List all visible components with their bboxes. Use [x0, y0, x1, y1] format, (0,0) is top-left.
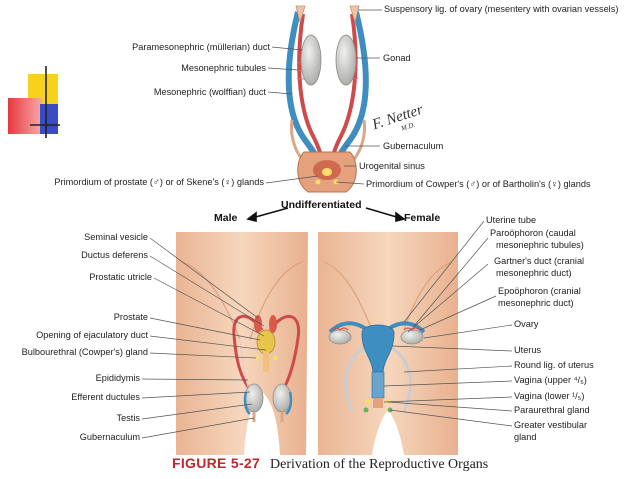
label-suspensory-ligament: Suspensory lig. of ovary (mesentery with…: [384, 4, 619, 14]
label-uterine-tube: Uterine tube: [486, 215, 537, 225]
label-vagina-lower: Vagina (lower ¹/₅): [514, 391, 585, 401]
label-greater-vestibular-line2: gland: [514, 432, 537, 442]
label-seminal-vesicle: Seminal vesicle: [84, 232, 148, 242]
heading-male: Male: [214, 212, 238, 224]
svg-text:F. Netter: F. Netter: [369, 102, 425, 134]
label-gartners-duct-line1: Gartner's duct (cranial: [494, 256, 585, 266]
label-efferent-ductules: Efferent ductules: [71, 392, 140, 402]
label-testis: Testis: [116, 413, 140, 423]
label-epoophoron-line1: Epoöphoron (cranial: [498, 286, 581, 296]
label-greater-vestibular-line1: Greater vestibular: [514, 420, 588, 430]
label-vagina-upper: Vagina (upper ⁴/₅): [514, 375, 587, 385]
artist-signature: F. Netter M.D.: [369, 102, 425, 134]
label-prostate: Prostate: [113, 312, 148, 322]
female-diagram: [318, 232, 458, 455]
label-bulbourethral-gland: Bulbourethral (Cowper's) gland: [21, 347, 148, 357]
label-paramesonephric-duct: Paramesonephric (müllerian) duct: [132, 42, 270, 52]
label-paroophoron-line2: mesonephric tubules): [496, 240, 584, 250]
label-urogenital-sinus: Urogenital sinus: [359, 161, 425, 171]
label-epoophoron-line2: mesonephric duct): [498, 298, 574, 308]
leader-lines: [141, 9, 513, 439]
figure-number: FIGURE 5-27: [172, 455, 261, 471]
figure-caption: FIGURE 5-27 Derivation of the Reproducti…: [172, 455, 488, 473]
label-round-ligament: Round lig. of uterus: [514, 360, 594, 370]
label-mesonephric-duct: Mesonephric (wolffian) duct: [153, 87, 266, 97]
label-cowper-primordium: Primordium of Cowper's (♂) or of Barthol…: [366, 179, 591, 189]
label-prostatic-utricle: Prostatic utricle: [89, 272, 152, 282]
label-gonad: Gonad: [383, 53, 411, 63]
gonad-right: [335, 34, 357, 86]
label-gartners-duct-line2: mesonephric duct): [496, 268, 572, 278]
gonad-left: [300, 34, 322, 86]
label-ovary: Ovary: [514, 319, 539, 329]
label-ductus-deferens: Ductus deferens: [81, 250, 148, 260]
heading-undifferentiated: Undifferentiated: [281, 199, 362, 211]
label-prostate-primordium: Primordium of prostate (♂) or of Skene's…: [54, 177, 264, 187]
branch-arrows: [246, 207, 406, 223]
male-diagram: [176, 232, 308, 455]
label-mesonephric-tubules: Mesonephric tubules: [181, 63, 266, 73]
label-gubernaculum-undiff: Gubernaculum: [383, 141, 444, 151]
heading-female: Female: [404, 212, 441, 224]
label-paraurethral-gland: Paraurethral gland: [514, 405, 590, 415]
label-gubernaculum-male: Gubernaculum: [79, 432, 140, 442]
corner-decoration: [8, 66, 60, 138]
label-ejaculatory-duct-opening: Opening of ejaculatory duct: [36, 330, 148, 340]
label-paroophoron-line1: Paroöphoron (caudal: [490, 228, 576, 238]
figure-title: Derivation of the Reproductive Organs: [270, 457, 489, 472]
undifferentiated-diagram: [285, 5, 369, 193]
label-uterus: Uterus: [514, 345, 542, 355]
label-epididymis: Epididymis: [95, 373, 140, 383]
